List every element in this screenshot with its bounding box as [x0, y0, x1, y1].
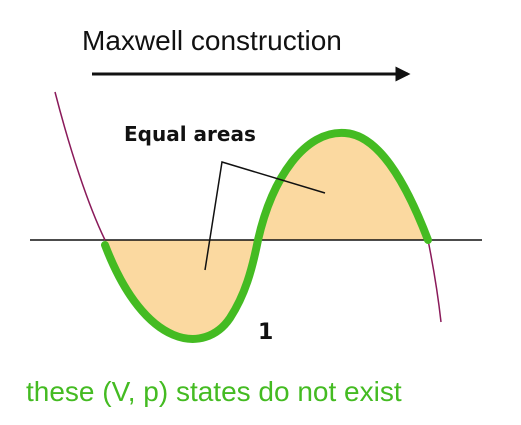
- right-isotherm-branch: [427, 239, 442, 323]
- van-der-waals-loop: [101, 128, 432, 343]
- equal-areas-label: Equal areas: [124, 122, 256, 146]
- diagram-title: Maxwell construction: [82, 25, 342, 56]
- equal-areas-pointer: [204, 161, 326, 271]
- diagram-caption: these (V, p) states do not exist: [26, 376, 402, 407]
- left-isotherm-branch: [54, 91, 106, 241]
- point-label: 1: [258, 320, 273, 345]
- lower-equal-area-region: [105, 240, 258, 339]
